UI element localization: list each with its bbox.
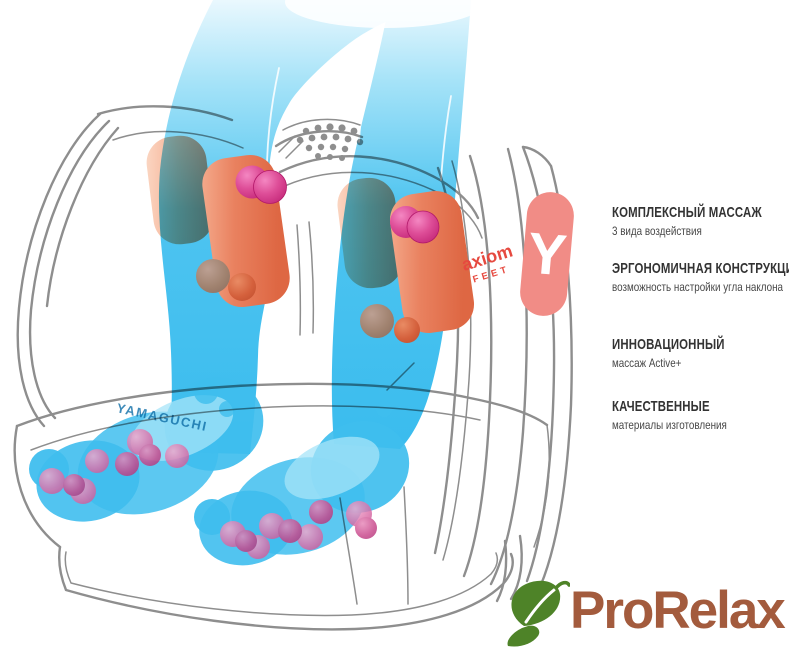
sole-balls-left <box>39 429 189 504</box>
feature-title: ИННОВАЦИОННЫЙ <box>612 336 725 353</box>
prorelax-logo-text: ProRelax <box>570 581 786 640</box>
calf-balls <box>196 165 440 343</box>
feature-item: ИННОВАЦИОННЫЙ массаж Active+ <box>612 336 760 370</box>
feature-item: КОМПЛЕКСНЫЙ МАССАЖ 3 вида воздействия <box>612 204 789 238</box>
feature-item: КАЧЕСТВЕННЫЕ материалы изготовления <box>612 398 752 432</box>
legs-group: YAMAGUCHI <box>29 0 485 566</box>
feature-title: КОМПЛЕКСНЫЙ МАССАЖ <box>612 204 762 221</box>
feature-subtitle: 3 вида воздействия <box>612 224 702 238</box>
feature-item: ЭРГОНОМИЧНАЯ КОНСТРУКЦИЯ возможность нас… <box>612 260 789 294</box>
device-logo-letter: Y <box>525 220 569 288</box>
leg-top-highlight <box>285 0 485 28</box>
left-leg <box>158 0 441 454</box>
feature-subtitle: материалы изготовления <box>612 418 727 432</box>
device-logo-pill: Y <box>520 192 574 316</box>
calf-pads-front <box>196 154 475 343</box>
feature-title: КАЧЕСТВЕННЫЕ <box>612 398 710 415</box>
feature-subtitle: массаж Active+ <box>612 356 682 370</box>
prorelax-logo: ProRelax <box>498 578 789 651</box>
feature-title: ЭРГОНОМИЧНАЯ КОНСТРУКЦИЯ <box>612 260 789 277</box>
feature-subtitle: возможность настройки угла наклона <box>612 280 784 294</box>
leaf-icon <box>507 580 570 647</box>
sole-balls-right <box>220 500 377 559</box>
